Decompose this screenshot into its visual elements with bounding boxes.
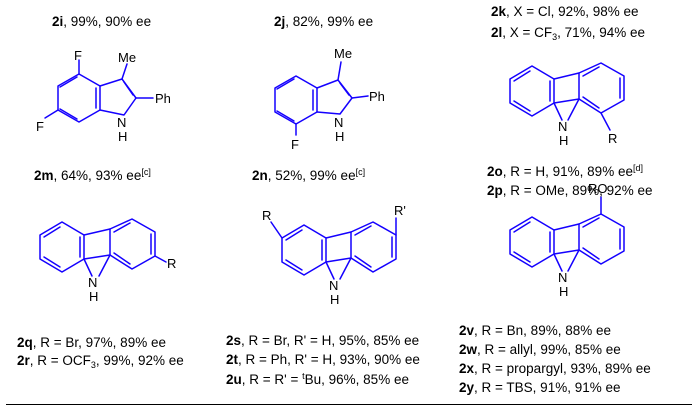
atom-h: H	[89, 289, 98, 304]
caption-2p: 2p, R = OMe, 89%, 92% ee	[487, 183, 652, 199]
caption-2o: 2o, R = H, 91%, 89% ee[d]	[487, 164, 643, 180]
caption-text: , 99%, 92% ee	[95, 353, 184, 368]
caption-text: , 82%, 99% ee	[285, 14, 374, 29]
atom-h: H	[559, 133, 568, 148]
caption-2s: 2s, R = Br, R' = H, 95%, 85% ee	[226, 333, 419, 349]
footnote-marker: [d]	[632, 163, 643, 173]
caption-2i: 2i, 99%, 90% ee	[52, 14, 151, 30]
compound-id: 2k	[491, 4, 507, 19]
compound-id: 2w	[459, 342, 478, 357]
atom-n: N	[329, 278, 338, 293]
atom-me: Me	[118, 50, 136, 65]
atom-f-left: F	[36, 119, 44, 134]
caption-text: Bu, 96%, 85% ee	[304, 372, 409, 387]
compound-id: 2r	[17, 353, 30, 368]
compound-id: 2x	[459, 361, 475, 376]
caption-text: , R = Br, R' = H, 95%, 85% ee	[241, 333, 420, 348]
structure-2m: F F Me Ph N H	[36, 48, 171, 144]
compound-id: 2n	[252, 168, 268, 183]
caption-2u: 2u, R = R' = tBu, 96%, 85% ee	[226, 372, 409, 388]
compound-id: 2p	[487, 183, 503, 198]
atom-n: N	[558, 270, 567, 285]
caption-2y: 2y, R = TBS, 91%, 91% ee	[459, 380, 621, 396]
footnote-marker: [c]	[141, 167, 151, 177]
compound-id: 2o	[487, 164, 503, 179]
atom-me: Me	[334, 46, 352, 61]
atom-f: F	[291, 137, 299, 152]
caption-text: , R = R' =	[241, 372, 303, 387]
caption-superscript: t	[302, 371, 305, 381]
caption-2r: 2r, R = OCF3, 99%, 92% ee	[17, 353, 184, 370]
compound-id: 2j	[274, 14, 286, 29]
caption-2x: 2x, R = propargyl, 93%, 89% ee	[459, 361, 651, 377]
atom-r: R	[262, 208, 271, 223]
compound-id: 2t	[226, 352, 239, 367]
compound-id: 2l	[491, 25, 503, 40]
compound-id: 2s	[226, 333, 242, 348]
structure-2n: Me Ph N H F	[274, 46, 385, 152]
atom-f-top: F	[74, 48, 82, 63]
atom-h: H	[559, 284, 568, 299]
atom-ph: Ph	[155, 91, 171, 106]
atom-ro: RO	[588, 181, 608, 196]
caption-text: , R = TBS, 91%, 91% ee	[474, 380, 621, 395]
caption-text: , 99%, 90% ee	[63, 14, 152, 29]
structure-2o: N H R	[509, 62, 625, 148]
atom-h: H	[330, 292, 339, 307]
caption-text: , R = Br, 97%, 89% ee	[32, 335, 166, 350]
caption-text: , 71%, 94% ee	[557, 25, 645, 40]
caption-text: , X = Cl, 92%, 98% ee	[506, 4, 639, 19]
compound-id: 2i	[52, 14, 64, 29]
caption-2j: 2j, 82%, 99% ee	[274, 14, 373, 30]
caption-text: , 64%, 93% ee	[53, 168, 142, 183]
structure-2v: N H RO	[509, 181, 625, 299]
atom-ph: Ph	[369, 89, 385, 104]
caption-2m: 2m, 64%, 93% ee[c]	[34, 168, 151, 184]
caption-text: , R = Bn, 89%, 88% ee	[474, 323, 611, 338]
caption-text: , R = OMe, 89%, 92% ee	[502, 183, 653, 198]
compound-id: 2u	[226, 372, 242, 387]
caption-2v: 2v, R = Bn, 89%, 88% ee	[459, 323, 611, 339]
atom-r: R	[167, 256, 176, 271]
caption-2l: 2l, X = CF3, 71%, 94% ee	[491, 25, 645, 42]
atom-n: N	[558, 119, 567, 134]
structure-2s: N H R R'	[262, 203, 406, 307]
compound-id: 2m	[34, 168, 54, 183]
compound-id: 2y	[459, 380, 475, 395]
caption-text: , R = allyl, 99%, 85% ee	[477, 342, 621, 357]
caption-text: , 52%, 99% ee	[267, 168, 356, 183]
caption-text: , R = H, 91%, 89% ee	[502, 164, 633, 179]
atom-h: H	[118, 129, 127, 144]
atom-h: H	[335, 129, 344, 144]
compound-id: 2q	[17, 335, 33, 350]
atom-r-prime: R'	[394, 203, 406, 218]
caption-text: , R = OCF	[29, 353, 91, 368]
bottom-divider	[6, 404, 692, 405]
caption-text: , X = CF	[502, 25, 553, 40]
caption-2t: 2t, R = Ph, R' = H, 93%, 90% ee	[226, 352, 420, 368]
caption-text: , R = propargyl, 93%, 89% ee	[474, 361, 651, 376]
caption-2w: 2w, R = allyl, 99%, 85% ee	[459, 342, 621, 358]
structure-2q: N H R	[39, 218, 176, 304]
footnote-marker: [c]	[355, 167, 366, 177]
caption-2k: 2k, X = Cl, 92%, 98% ee	[491, 4, 638, 20]
atom-n: N	[88, 275, 97, 290]
caption-subscript: 3	[552, 32, 558, 42]
caption-2q: 2q, R = Br, 97%, 89% ee	[17, 335, 166, 351]
atom-r: R	[608, 131, 617, 146]
atom-n: N	[117, 115, 126, 130]
atom-n: N	[334, 115, 343, 130]
caption-subscript: 3	[90, 360, 96, 370]
caption-2n: 2n, 52%, 99% ee[c]	[252, 168, 365, 184]
compound-id: 2v	[459, 323, 475, 338]
caption-text: , R = Ph, R' = H, 93%, 90% ee	[238, 352, 420, 367]
